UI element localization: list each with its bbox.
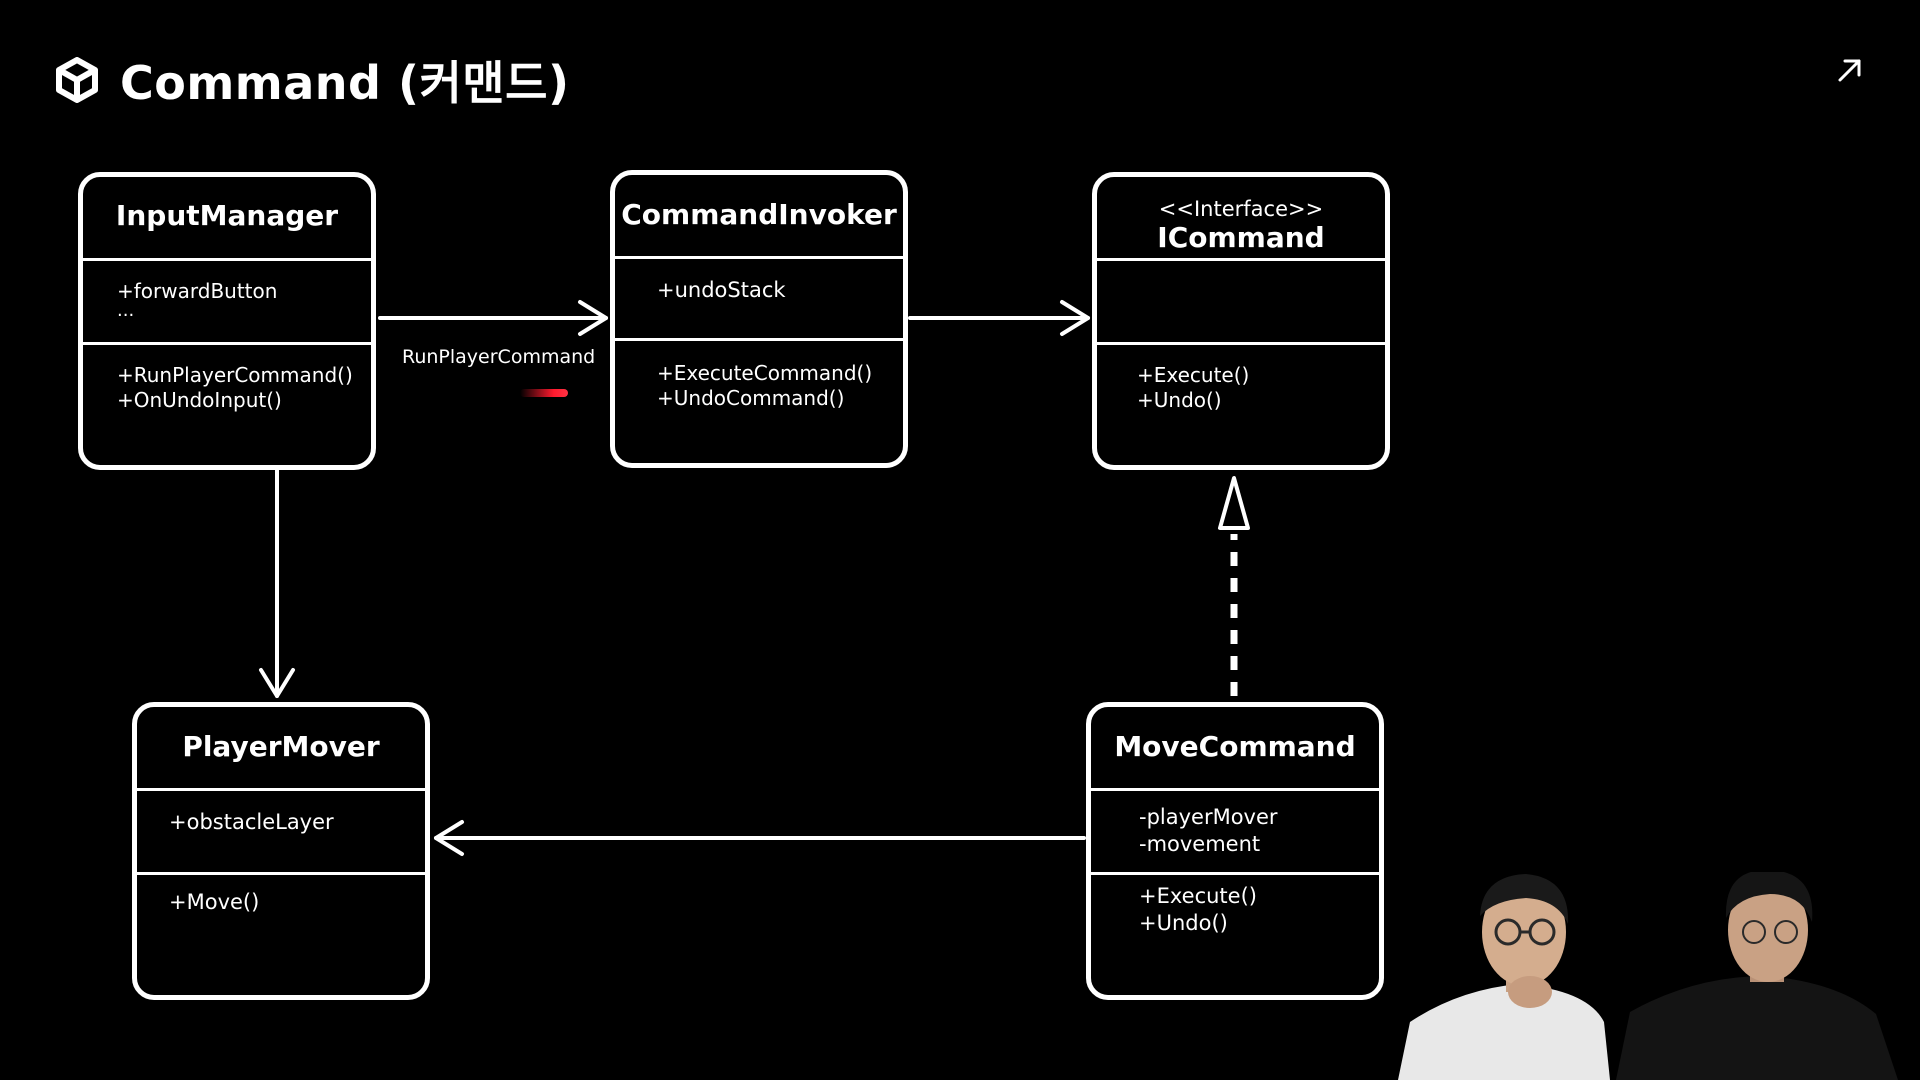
attributes-section: +undoStack <box>615 259 903 341</box>
attribute: -playerMover <box>1139 804 1379 831</box>
class-name: CommandInvoker <box>615 198 903 231</box>
attributes-section: +forwardButton ... <box>83 261 371 345</box>
attribute: -movement <box>1139 831 1379 858</box>
class-icommand: <<Interface>> ICommand +Execute() +Undo(… <box>1092 172 1390 470</box>
class-name: InputManager <box>83 199 371 232</box>
class-name: ICommand <box>1097 221 1385 254</box>
methods-section: +RunPlayerCommand() +OnUndoInput() <box>83 345 371 413</box>
methods-section: +Move() <box>137 875 425 916</box>
class-name: MoveCommand <box>1091 730 1379 763</box>
method: +Undo() <box>1137 388 1385 413</box>
class-name-section: MoveCommand <box>1091 707 1379 791</box>
attributes-section: +obstacleLayer <box>137 791 425 875</box>
attributes-section: -playerMover -movement <box>1091 791 1379 875</box>
method: +Undo() <box>1139 910 1379 937</box>
method: +UndoCommand() <box>657 386 903 411</box>
attribute: +obstacleLayer <box>169 809 425 836</box>
method: +ExecuteCommand() <box>657 361 903 386</box>
methods-section: +ExecuteCommand() +UndoCommand() <box>615 341 903 411</box>
laser-pointer-icon <box>520 389 568 397</box>
class-name-section: CommandInvoker <box>615 175 903 259</box>
method: +OnUndoInput() <box>117 388 371 413</box>
methods-section: +Execute() +Undo() <box>1097 345 1385 413</box>
stereotype: <<Interface>> <box>1097 197 1385 221</box>
class-name: PlayerMover <box>137 730 425 763</box>
arrowhead-hollow-triangle <box>1220 478 1248 528</box>
method: +RunPlayerCommand() <box>117 363 371 388</box>
class-playermover: PlayerMover +obstacleLayer +Move() <box>132 702 430 1000</box>
class-name-section: PlayerMover <box>137 707 425 791</box>
method: +Execute() <box>1137 363 1385 388</box>
class-movecommand: MoveCommand -playerMover -movement +Exec… <box>1086 702 1384 1000</box>
class-inputmanager: InputManager +forwardButton ... +RunPlay… <box>78 172 376 470</box>
attribute: +forwardButton <box>117 279 371 304</box>
attribute: +undoStack <box>657 277 903 304</box>
presenters-webcam-icon <box>1398 872 1920 1080</box>
attributes-section <box>1097 261 1385 345</box>
method: +Execute() <box>1139 883 1379 910</box>
methods-section: +Execute() +Undo() <box>1091 875 1379 937</box>
method: +Move() <box>169 889 425 916</box>
class-name-section: <<Interface>> ICommand <box>1097 177 1385 261</box>
edge-label-runplayercommand: RunPlayerCommand <box>402 346 595 368</box>
attribute-ellipsis: ... <box>117 304 371 318</box>
class-name-section: InputManager <box>83 177 371 261</box>
class-commandinvoker: CommandInvoker +undoStack +ExecuteComman… <box>610 170 908 468</box>
